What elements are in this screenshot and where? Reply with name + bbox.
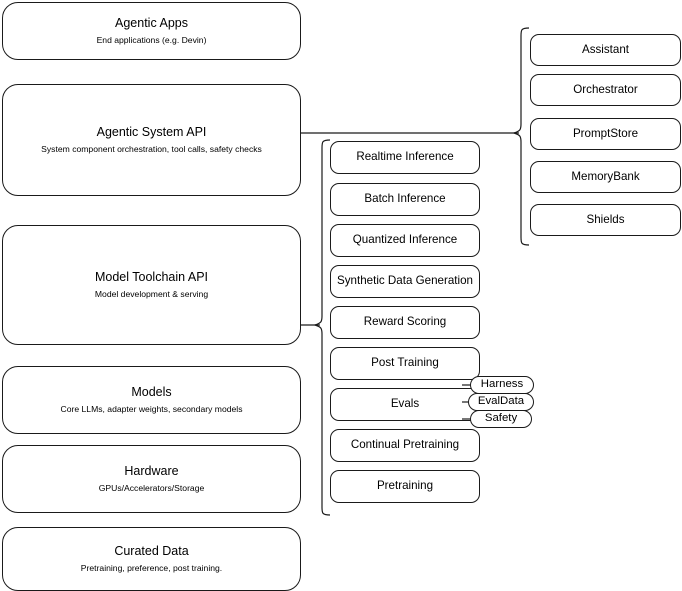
toolchain-label: Quantized Inference [352,233,458,247]
layer-curated-data[interactable]: Curated Data Pretraining, preference, po… [2,527,301,591]
toolchain-label: Continual Pretraining [350,438,460,452]
layer-title: Models [131,385,172,400]
toolchain-label: Reward Scoring [363,315,447,329]
layer-subtitle: Core LLMs, adapter weights, secondary mo… [60,403,243,414]
right-brace [512,27,530,246]
eval-pill-label: EvalData [477,395,525,408]
toolchain-pretraining[interactable]: Pretraining [330,470,480,503]
toolchain-realtime-inference[interactable]: Realtime Inference [330,141,480,174]
layer-title: Model Toolchain API [94,270,209,285]
toolchain-evals[interactable]: Evals [330,388,480,421]
toolchain-label: Pretraining [376,479,434,493]
layer-subtitle: System component orchestration, tool cal… [41,143,262,154]
system-promptstore[interactable]: PromptStore [530,118,681,150]
eval-pill-harness[interactable]: Harness [470,376,534,394]
toolchain-synthetic-data-generation[interactable]: Synthetic Data Generation [330,265,480,298]
system-label: PromptStore [572,126,639,140]
eval-pill-label: Harness [480,378,524,391]
system-memorybank[interactable]: MemoryBank [530,161,681,193]
toolchain-label: Synthetic Data Generation [337,274,473,288]
layer-agentic-system-api[interactable]: Agentic System API System component orch… [2,84,301,196]
layer-model-toolchain-api[interactable]: Model Toolchain API Model development & … [2,225,301,345]
system-shields[interactable]: Shields [530,204,681,236]
toolchain-label: Batch Inference [364,192,446,206]
system-assistant[interactable]: Assistant [530,34,681,66]
layer-title: Curated Data [114,544,189,559]
middle-brace [313,139,331,516]
system-label: Assistant [581,42,630,56]
layer-models[interactable]: Models Core LLMs, adapter weights, secon… [2,366,301,434]
eval-pill-safety[interactable]: Safety [470,410,532,428]
layer-hardware[interactable]: Hardware GPUs/Accelerators/Storage [2,445,301,513]
layer-title: Hardware [124,464,179,479]
toolchain-batch-inference[interactable]: Batch Inference [330,183,480,216]
layer-title: Agentic System API [96,125,207,140]
eval-pill-label: Safety [484,412,518,425]
toolchain-label: Post Training [371,356,439,370]
system-label: Shields [586,212,625,226]
system-label: Orchestrator [573,82,638,96]
eval-pill-evaldata[interactable]: EvalData [468,393,534,411]
toolchain-reward-scoring[interactable]: Reward Scoring [330,306,480,339]
system-label: MemoryBank [571,169,640,183]
toolchain-quantized-inference[interactable]: Quantized Inference [330,224,480,257]
toolchain-post-training[interactable]: Post Training [330,347,480,380]
layer-subtitle: GPUs/Accelerators/Storage [98,482,205,493]
system-orchestrator[interactable]: Orchestrator [530,74,681,106]
layer-title: Agentic Apps [115,16,188,31]
layer-subtitle: End applications (e.g. Devin) [96,34,207,45]
layer-subtitle: Model development & serving [94,288,209,299]
toolchain-label: Realtime Inference [356,150,454,164]
toolchain-continual-pretraining[interactable]: Continual Pretraining [330,429,480,462]
layer-agentic-apps[interactable]: Agentic Apps End applications (e.g. Devi… [2,2,301,60]
toolchain-label: Evals [390,397,420,411]
layer-subtitle: Pretraining, preference, post training. [80,562,223,573]
